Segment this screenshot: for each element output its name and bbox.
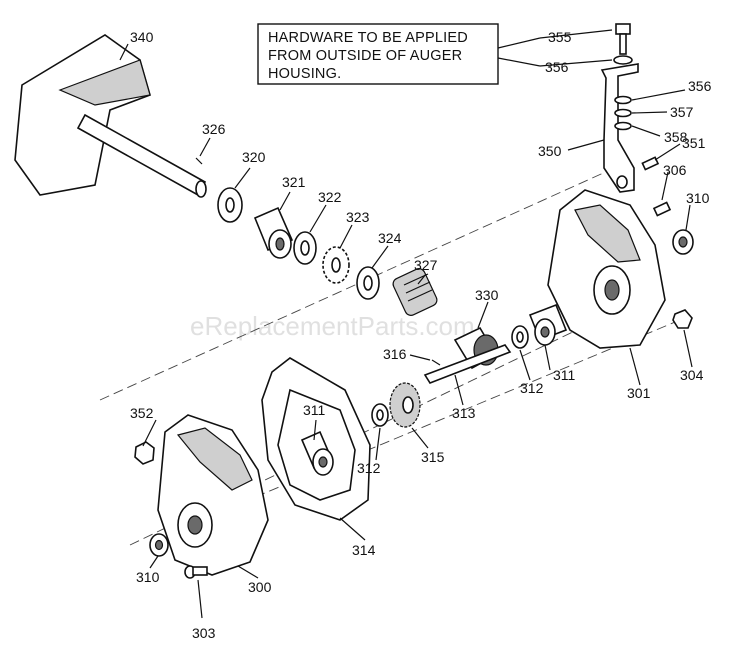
- axis-line-upper: [99, 169, 611, 401]
- callout-330: 330: [475, 287, 499, 303]
- callout-352: 352: [130, 405, 154, 421]
- screw-351: [641, 156, 660, 171]
- callout-312-right: 312: [520, 380, 544, 396]
- hardware-note: HARDWARE TO BE APPLIED FROM OUTSIDE OF A…: [257, 23, 541, 85]
- callout-321: 321: [282, 174, 306, 190]
- note-box: [257, 23, 499, 85]
- gear-housing-301: [547, 189, 666, 349]
- note-line-1: HARDWARE TO BE APPLIED: [268, 30, 468, 46]
- callout-312-left: 312: [357, 460, 381, 476]
- callout-340: 340: [130, 29, 154, 45]
- gear-housing-300: [157, 414, 269, 576]
- callout-324: 324: [378, 230, 402, 246]
- washer-357: [614, 108, 632, 118]
- callout-310-right: 310: [686, 190, 710, 206]
- callout-303: 303: [192, 625, 216, 641]
- screw-303: [184, 565, 208, 579]
- nut-358: [614, 121, 632, 131]
- bushing-311-left: [300, 430, 334, 476]
- note-leader-2: [497, 57, 541, 67]
- callout-320: 320: [242, 149, 266, 165]
- callout-304: 304: [680, 367, 704, 383]
- callout-351: 351: [682, 135, 706, 151]
- callout-310-left: 310: [136, 569, 160, 585]
- callout-358: 358: [664, 129, 688, 145]
- washer-312-left: [371, 403, 389, 427]
- callout-314: 314: [352, 542, 376, 558]
- callout-356-lower: 356: [688, 78, 712, 94]
- impeller-fin: [58, 59, 151, 106]
- callout-326: 326: [202, 121, 226, 137]
- washer-322: [293, 231, 317, 265]
- nut-304: [672, 309, 693, 329]
- star-washer-323: [322, 246, 350, 284]
- bolt-355: [615, 23, 631, 55]
- callout-313: 313: [452, 405, 476, 421]
- shaft-end: [195, 180, 207, 198]
- washer-312-right: [511, 325, 529, 349]
- callout-350: 350: [538, 143, 562, 159]
- callout-322: 322: [318, 189, 342, 205]
- shaft-313: [423, 344, 512, 384]
- washer-320: [217, 187, 243, 223]
- gear-315: [389, 382, 421, 428]
- washer-356-top: [613, 55, 633, 65]
- callout-301: 301: [627, 385, 651, 401]
- bracket-350: [600, 63, 639, 193]
- auger-shaft-340: [14, 34, 207, 198]
- washer-324: [356, 266, 380, 300]
- impeller-blade: [14, 34, 151, 196]
- callout-356-upper: 356: [545, 59, 569, 75]
- callout-355: 355: [548, 29, 572, 45]
- note-leader-1: [497, 37, 541, 49]
- leader-lines: [119, 29, 693, 619]
- callout-316: 316: [383, 346, 407, 362]
- worm-gear-327: [392, 268, 438, 316]
- callout-323: 323: [346, 209, 370, 225]
- callout-315: 315: [421, 449, 445, 465]
- bushing-311-right: [528, 303, 568, 346]
- callout-300: 300: [248, 579, 272, 595]
- screw-306: [652, 201, 672, 217]
- nut-352: [134, 441, 155, 465]
- pin-326: [195, 157, 203, 165]
- washer-356-lower: [614, 95, 632, 105]
- callout-311-left: 311: [303, 402, 326, 418]
- axis-line-mid: [199, 319, 681, 521]
- key-316: [431, 359, 441, 366]
- washer-310-right: [672, 229, 694, 255]
- note-line-2: FROM OUTSIDE OF AUGER: [268, 48, 462, 64]
- washer-310-left: [149, 533, 169, 557]
- callout-357: 357: [670, 104, 694, 120]
- bushing-321: [253, 206, 294, 259]
- watermark: eReplacementParts.com: [190, 311, 475, 341]
- note-line-3: HOUSING.: [268, 66, 341, 82]
- callout-327: 327: [414, 257, 438, 273]
- callout-306: 306: [663, 162, 687, 178]
- callout-311-right: 311: [553, 367, 576, 383]
